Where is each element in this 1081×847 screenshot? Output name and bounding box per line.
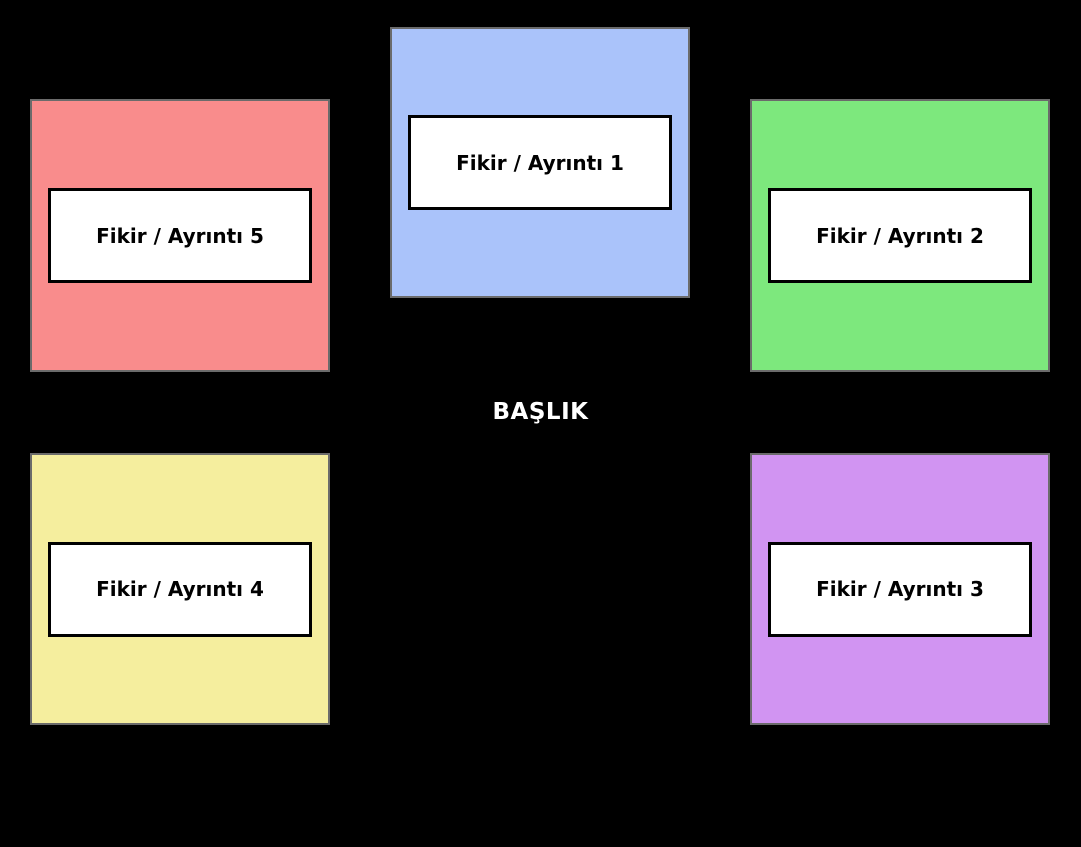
- idea-cell-4: Fikir / Ayrıntı 4: [30, 453, 330, 725]
- idea-cell-2: Fikir / Ayrıntı 2: [750, 99, 1050, 372]
- idea-label-text-3: Fikir / Ayrıntı 3: [816, 577, 984, 601]
- idea-label-box-1: Fikir / Ayrıntı 1: [408, 115, 672, 210]
- idea-cell-1: Fikir / Ayrıntı 1: [390, 27, 690, 298]
- idea-label-text-1: Fikir / Ayrıntı 1: [456, 150, 624, 175]
- idea-cell-5: Fikir / Ayrıntı 5: [30, 99, 330, 372]
- idea-label-text-5: Fikir / Ayrıntı 5: [96, 223, 264, 248]
- idea-label-box-3: Fikir / Ayrıntı 3: [768, 541, 1032, 637]
- idea-label-text-2: Fikir / Ayrıntı 2: [816, 223, 984, 248]
- diagram-title: BAŞLIK: [492, 399, 589, 425]
- idea-cell-3: Fikir / Ayrıntı 3: [750, 453, 1050, 725]
- idea-label-text-4: Fikir / Ayrıntı 4: [96, 577, 264, 601]
- idea-label-box-2: Fikir / Ayrıntı 2: [768, 188, 1032, 283]
- idea-label-box-5: Fikir / Ayrıntı 5: [48, 188, 312, 283]
- idea-label-box-4: Fikir / Ayrıntı 4: [48, 541, 312, 637]
